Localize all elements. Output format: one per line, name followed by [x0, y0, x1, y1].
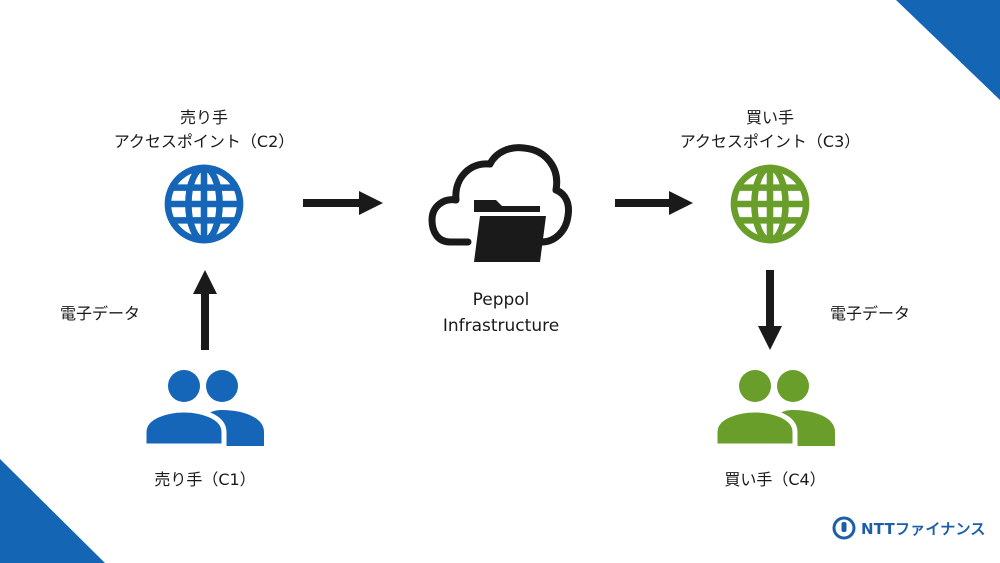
users-icon [144, 370, 264, 448]
network-label: Peppol Infrastructure [443, 287, 559, 339]
buyer-label: 買い手（C4） [724, 470, 826, 489]
buyer-ap-label: 買い手 アクセスポイント（C3） [680, 106, 861, 154]
logo-text: NTTファイナンス [861, 519, 986, 538]
corner-triangle-top-right [896, 0, 1000, 100]
edge-label-right: 電子データ [829, 304, 911, 323]
edge-label-left: 電子データ [59, 304, 141, 323]
seller-label: 売り手（C1） [154, 470, 256, 489]
buyer-ap-label-line1: 買い手 [745, 108, 794, 127]
network-label-line1: Peppol [472, 290, 530, 310]
arrow-right-icon [303, 191, 383, 215]
cloud-folder-icon [428, 144, 572, 262]
buyer-ap-label-line2: アクセスポイント（C3） [679, 132, 861, 151]
arrow-down-icon [758, 270, 782, 350]
seller-ap-label-line2: アクセスポイント（C2） [113, 132, 295, 151]
seller-ap-label-line1: 売り手 [179, 108, 228, 127]
arrow-right-icon [615, 191, 693, 215]
globe-icon [164, 164, 244, 244]
ntt-logo-icon [832, 516, 856, 540]
seller-ap-label: 売り手 アクセスポイント（C2） [114, 106, 295, 154]
users-icon [715, 370, 835, 448]
globe-icon [730, 164, 810, 244]
corner-triangle-bottom-left [0, 459, 105, 563]
company-logo: NTTファイナンス [832, 516, 986, 540]
arrow-up-icon [193, 270, 217, 350]
network-label-line2: Infrastructure [442, 316, 560, 336]
